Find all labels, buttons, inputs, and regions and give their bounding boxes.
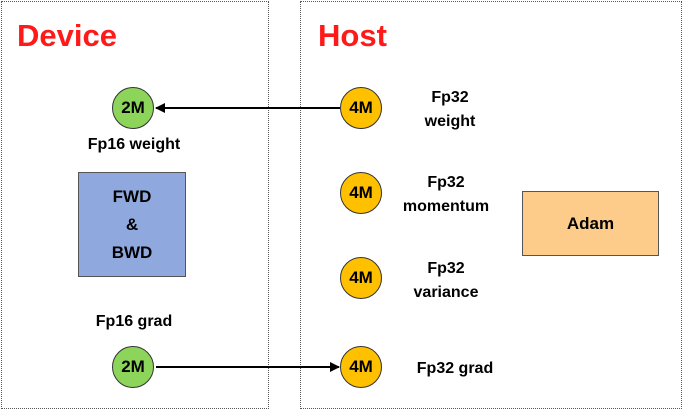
host-variance-label: Fp32 variance bbox=[396, 257, 496, 305]
fwd-label: FWD bbox=[112, 186, 152, 206]
adam-label: Adam bbox=[566, 213, 615, 233]
host-momentum-name: momentum bbox=[402, 198, 490, 215]
device-panel bbox=[1, 1, 269, 409]
device-grad-circle: 2M bbox=[112, 346, 154, 388]
host-weight-circle: 4M bbox=[340, 87, 382, 129]
host-momentum-dtype: Fp32 bbox=[427, 174, 465, 191]
host-variance-dtype: Fp32 bbox=[427, 260, 465, 277]
device-title: Device bbox=[17, 18, 117, 53]
host-grad-circle: 4M bbox=[340, 346, 382, 388]
host-grad-label: Fp32 grad bbox=[416, 360, 494, 377]
device-weight-label: Fp16 weight bbox=[87, 136, 181, 153]
device-weight-circle: 2M bbox=[112, 87, 154, 129]
host-weight-dtype: Fp32 bbox=[431, 89, 469, 106]
host-weight-label: Fp32 weight bbox=[400, 86, 500, 134]
adam-optimizer-box: Adam bbox=[522, 191, 659, 256]
host-momentum-circle: 4M bbox=[340, 172, 382, 214]
host-title: Host bbox=[318, 18, 387, 53]
and-label: & bbox=[125, 214, 139, 234]
host-panel bbox=[300, 1, 682, 409]
host-weight-name: weight bbox=[424, 113, 476, 130]
bwd-label: BWD bbox=[111, 242, 153, 262]
fwd-bwd-box: FWD & BWD bbox=[78, 172, 186, 277]
host-variance-circle: 4M bbox=[340, 257, 382, 299]
host-variance-name: variance bbox=[413, 284, 479, 301]
device-grad-label: Fp16 grad bbox=[95, 313, 173, 330]
host-momentum-label: Fp32 momentum bbox=[390, 171, 502, 219]
